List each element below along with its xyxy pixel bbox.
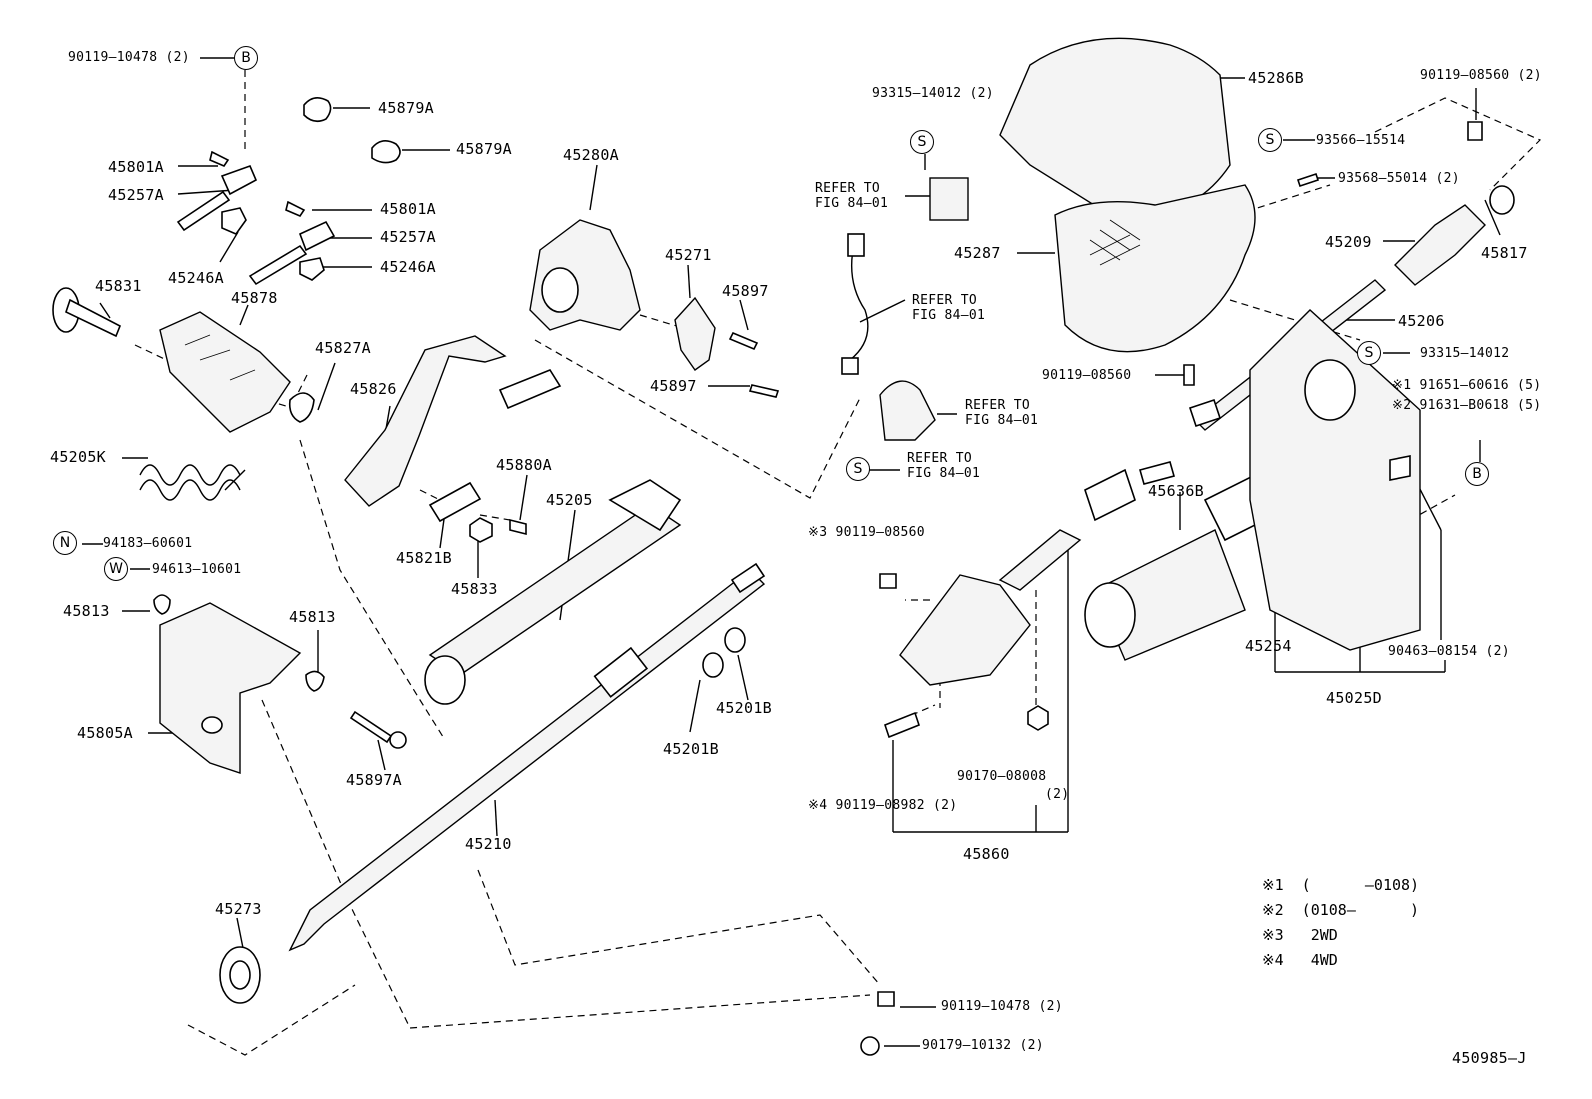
symbol-s-2: S xyxy=(1258,128,1282,152)
label-45833: 45833 xyxy=(451,580,498,598)
label-90119-08560-top-right: 90119–08560 (2) xyxy=(1420,68,1542,83)
label-93315-14012-top: 93315–14012 (2) xyxy=(872,86,994,101)
label-45813-2: 45813 xyxy=(289,608,336,626)
label-refer-4a: REFER TO xyxy=(907,451,973,466)
symbol-s-1: S xyxy=(910,130,934,154)
label-45897-1: 45897 xyxy=(722,282,769,300)
label-45801a-1: 45801A xyxy=(108,158,164,176)
note-3: ※3 2WD xyxy=(1262,926,1338,944)
label-45821b: 45821B xyxy=(396,549,452,567)
note-1: ※1 ( –0108) xyxy=(1262,876,1419,894)
label-45897-2: 45897 xyxy=(650,377,697,395)
label-93566-15514: 93566–15514 xyxy=(1316,133,1406,148)
figure-code: 450985–J xyxy=(1452,1049,1527,1067)
label-45271: 45271 xyxy=(665,246,712,264)
symbol-n: N xyxy=(53,531,77,555)
note-3-text: 2WD xyxy=(1310,926,1338,944)
label-90463-08154: 90463–08154 (2) xyxy=(1388,644,1510,659)
label-45246a-2: 45246A xyxy=(380,258,436,276)
label-45813-1: 45813 xyxy=(63,602,110,620)
label-93315-14012-right: 93315–14012 xyxy=(1420,346,1510,361)
label-90170-08008-qty: (2) xyxy=(1045,787,1070,802)
label-45817: 45817 xyxy=(1481,244,1528,262)
label-45257a-2: 45257A xyxy=(380,228,436,246)
label-45246a-1: 45246A xyxy=(168,269,224,287)
label-45878: 45878 xyxy=(231,289,278,307)
label-94613-10601: 94613–10601 xyxy=(152,562,242,577)
label-90179-10132: 90179–10132 (2) xyxy=(922,1038,1044,1053)
label-90119-08982: ※4 90119–08982 (2) xyxy=(808,798,958,813)
label-45879a-2: 45879A xyxy=(456,140,512,158)
label-refer-2b: FIG 84–01 xyxy=(912,308,986,323)
label-refer-1b: FIG 84–01 xyxy=(815,196,889,211)
symbol-b-top: B xyxy=(234,46,258,70)
label-94183-60601: 94183–60601 xyxy=(103,536,193,551)
label-45280a: 45280A xyxy=(563,146,619,164)
note-4: ※4 4WD xyxy=(1262,951,1338,969)
label-45201b-2: 45201B xyxy=(663,740,719,758)
label-45205: 45205 xyxy=(546,491,593,509)
note-2-text: (0108– ) xyxy=(1301,901,1420,919)
label-45210: 45210 xyxy=(465,835,512,853)
symbol-s-4: S xyxy=(846,457,870,481)
label-91651-60616: ※1 91651–60616 (5) xyxy=(1392,378,1542,393)
label-refer-2a: REFER TO xyxy=(912,293,978,308)
label-45826: 45826 xyxy=(350,380,397,398)
label-45636b: 45636B xyxy=(1148,482,1204,500)
label-45286b: 45286B xyxy=(1248,69,1304,87)
label-90170-08008: 90170–08008 xyxy=(957,769,1047,784)
label-45287: 45287 xyxy=(954,244,1001,262)
note-4-mark: ※4 xyxy=(1262,951,1284,969)
label-90119-08560-note3: ※3 90119–08560 xyxy=(808,525,925,540)
label-45879a-1: 45879A xyxy=(378,99,434,117)
label-refer-3a: REFER TO xyxy=(965,398,1031,413)
label-45880a: 45880A xyxy=(496,456,552,474)
label-45201b-1: 45201B xyxy=(716,699,772,717)
label-93568-55014: 93568–55014 (2) xyxy=(1338,171,1460,186)
symbol-w: W xyxy=(104,557,128,581)
label-45025d: 45025D xyxy=(1326,689,1382,707)
label-45801a-2: 45801A xyxy=(380,200,436,218)
symbol-b-right: B xyxy=(1465,462,1489,486)
label-45860: 45860 xyxy=(963,845,1010,863)
label-refer-4b: FIG 84–01 xyxy=(907,466,981,481)
label-refer-3b: FIG 84–01 xyxy=(965,413,1039,428)
note-2: ※2 (0108– ) xyxy=(1262,901,1419,919)
label-45831: 45831 xyxy=(95,277,142,295)
label-45205k: 45205K xyxy=(50,448,106,466)
parts xyxy=(52,37,1515,1056)
label-90119-10478-bottom: 90119–10478 (2) xyxy=(941,999,1063,1014)
note-2-mark: ※2 xyxy=(1262,901,1284,919)
note-4-text: 4WD xyxy=(1310,951,1338,969)
label-91631-b0618: ※2 91631–B0618 (5) xyxy=(1392,398,1542,413)
note-1-text: ( –0108) xyxy=(1301,876,1420,894)
label-45206: 45206 xyxy=(1398,312,1445,330)
symbol-s-3: S xyxy=(1357,341,1381,365)
label-45273: 45273 xyxy=(215,900,262,918)
label-90119-08560-mid: 90119–08560 xyxy=(1042,368,1132,383)
note-3-mark: ※3 xyxy=(1262,926,1284,944)
label-45805a: 45805A xyxy=(77,724,133,742)
label-45827a: 45827A xyxy=(315,339,371,357)
note-1-mark: ※1 xyxy=(1262,876,1284,894)
label-refer-1a: REFER TO xyxy=(815,181,881,196)
label-45257a-1: 45257A xyxy=(108,186,164,204)
label-45897a: 45897A xyxy=(346,771,402,789)
label-45254: 45254 xyxy=(1245,637,1292,655)
label-90119-10478-top: 90119–10478 (2) xyxy=(68,50,190,65)
label-45209: 45209 xyxy=(1325,233,1372,251)
